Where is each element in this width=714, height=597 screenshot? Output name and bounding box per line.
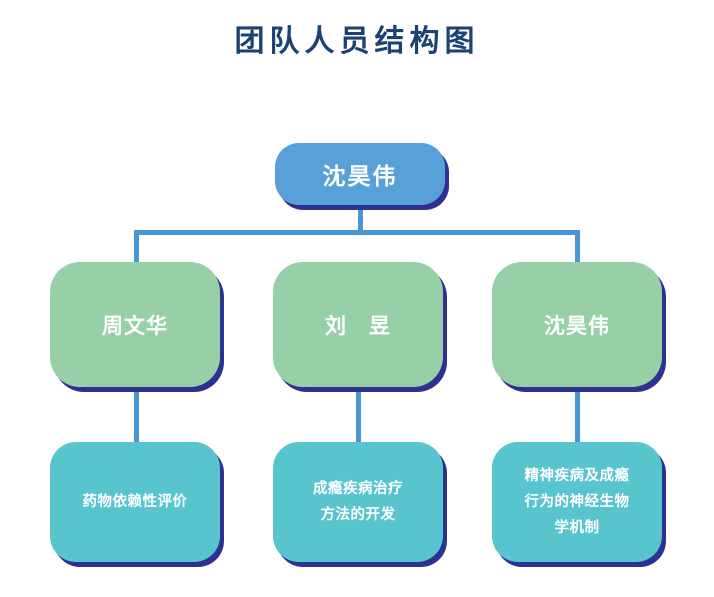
focus-node-3-line: 学机制 [554, 520, 600, 536]
focus-node-2-line: 成瘾疾病治疗 [313, 481, 403, 497]
connector-drop-left [134, 230, 139, 263]
connector-root-stub [358, 205, 363, 233]
connector-horizontal-bar [134, 230, 580, 235]
member-node-1-label: 周文华 [102, 313, 168, 338]
focus-node-2-line: 方法的开发 [320, 507, 396, 523]
root-node-label: 沈昊伟 [322, 164, 398, 190]
member-node-1: 周文华 [50, 262, 220, 387]
focus-node-3: 精神疾病及成瘾 行为的神经生物 学机制 [492, 442, 662, 562]
member-node-2-label: 刘 昱 [325, 313, 391, 338]
member-node-3-label: 沈昊伟 [544, 313, 610, 338]
page-title: 团队人员结构图 [234, 24, 480, 59]
focus-node-1-line: 药物依赖性评价 [82, 494, 188, 510]
connector-member1-to-focus [134, 389, 139, 443]
focus-node-2: 成瘾疾病治疗 方法的开发 [273, 442, 443, 562]
focus-node-3-line: 行为的神经生物 [524, 494, 630, 510]
connector-member2-to-focus [356, 389, 361, 443]
connector-drop-right [575, 230, 580, 263]
focus-node-3-line: 精神疾病及成瘾 [524, 468, 630, 484]
root-node: 沈昊伟 [275, 143, 445, 205]
member-node-2: 刘 昱 [273, 262, 443, 387]
focus-node-1: 药物依赖性评价 [50, 442, 220, 562]
connector-member3-to-focus [575, 389, 580, 443]
member-node-3: 沈昊伟 [492, 262, 662, 387]
